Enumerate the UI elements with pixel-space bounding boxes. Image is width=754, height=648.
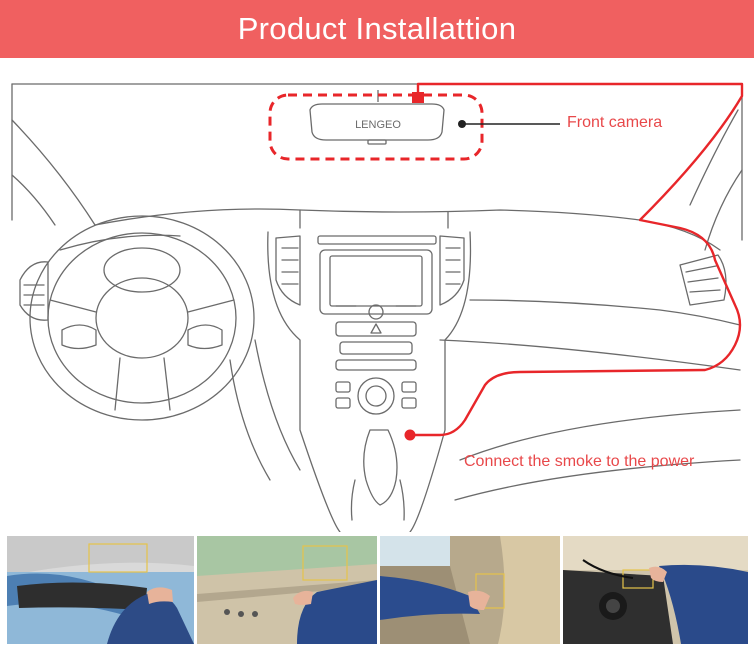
- page-title: Product Installattion: [237, 11, 517, 46]
- front-camera-pointer: [458, 120, 466, 128]
- photo-cable-pillar: [380, 536, 560, 644]
- photo-cable-windshield: [197, 536, 377, 644]
- photo-power-socket: [563, 536, 748, 644]
- front-camera-highlight: [268, 93, 484, 161]
- front-camera-label: Front camera: [567, 114, 663, 131]
- cable-clip: [412, 92, 424, 103]
- cable-route: [410, 82, 744, 437]
- power-socket-dot: [404, 429, 416, 441]
- title-banner: Product Installattion: [0, 0, 754, 58]
- power-connection-label: Connect the smoke to the power: [464, 453, 695, 470]
- mirror-brand-label: LENGEO: [355, 119, 401, 131]
- installation-photo-strip: [0, 536, 754, 644]
- photo-mirror-mounting: [7, 536, 194, 644]
- dashboard-diagram: LENGEO: [11, 82, 744, 532]
